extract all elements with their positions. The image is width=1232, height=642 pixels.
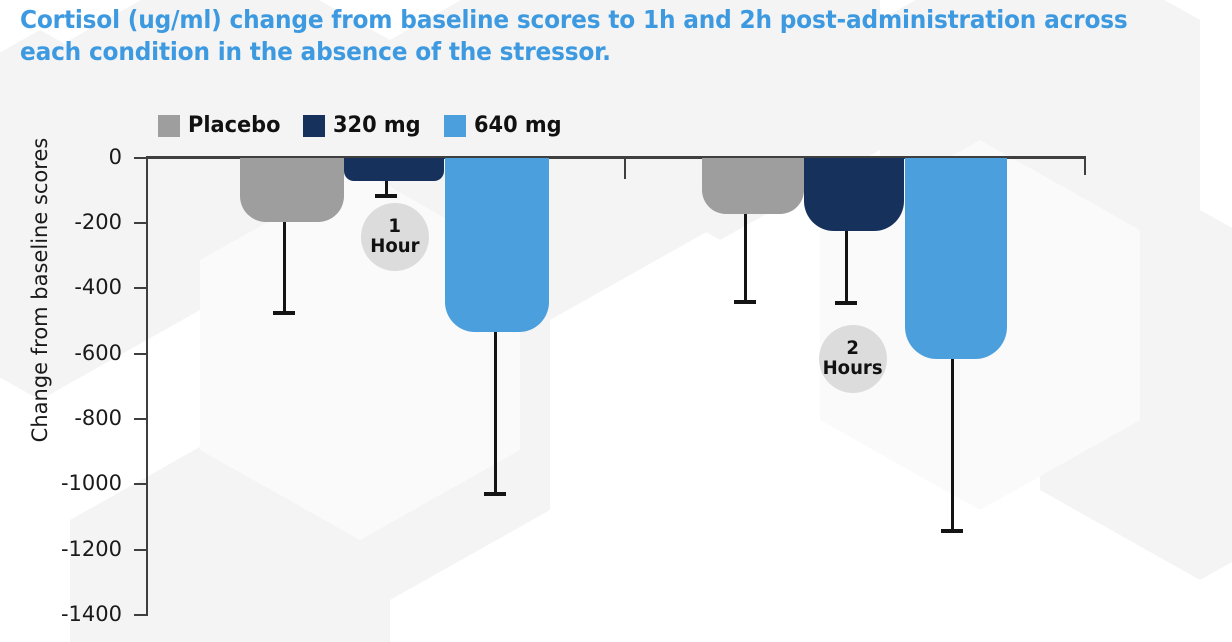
bar-1hour-640mg[interactable] — [445, 158, 549, 332]
errorbar-line-1hour-640mg — [494, 332, 497, 494]
y-tick-mark-600 — [134, 353, 148, 355]
errorbar-cap-1hour-placebo — [273, 311, 295, 315]
group-badge-1hour-line2: Hour — [370, 235, 420, 257]
y-tick-label-800: -800 — [74, 406, 122, 430]
errorbar-cap-2hours-640mg — [941, 529, 963, 533]
y-tick-mark-200 — [134, 222, 148, 224]
y-tick-mark-1200 — [134, 549, 148, 551]
legend-label-640mg: 640 mg — [473, 113, 562, 138]
y-tick-label-1000: -1000 — [60, 471, 122, 495]
y-tick-label-1400: -1400 — [60, 602, 122, 626]
y-tick-mark-1400 — [134, 614, 148, 616]
legend-swatch-320mg — [303, 114, 326, 137]
y-tick-mark-400 — [134, 287, 148, 289]
bar-2hours-640mg[interactable] — [905, 158, 1007, 359]
errorbar-cap-2hours-placebo — [734, 300, 756, 304]
bar-1hour-placebo[interactable] — [240, 158, 344, 222]
group-badge-2hours-line2: Hours — [822, 357, 883, 379]
page-title: Cortisol (ug/ml) change from baseline sc… — [20, 5, 1128, 66]
y-tick-mark-1000 — [134, 483, 148, 485]
y-tick-label-0: 0 — [108, 145, 122, 169]
errorbar-line-1hour-placebo — [283, 222, 286, 313]
errorbar-line-2hours-placebo — [744, 214, 747, 302]
errorbar-cap-1hour-320mg — [375, 194, 397, 198]
errorbar-line-2hours-320mg — [845, 231, 848, 303]
group-badge-2hours-line1: 2 — [846, 337, 860, 360]
legend-swatch-640mg — [443, 114, 466, 137]
x-axis-right-cap — [1084, 157, 1086, 175]
legend-item-640mg[interactable]: 640 mg — [443, 113, 566, 138]
group-badge-2hours: 2 Hours — [819, 325, 887, 393]
legend-item-placebo[interactable]: Placebo — [158, 113, 285, 138]
bar-2hours-320mg[interactable] — [804, 158, 904, 231]
category-divider-tick — [624, 157, 626, 179]
y-tick-label-600: -600 — [74, 341, 122, 365]
y-tick-label-200: -200 — [74, 210, 122, 234]
legend: Placebo 320 mg 640 mg — [158, 113, 566, 138]
legend-label-320mg: 320 mg — [333, 113, 421, 138]
errorbar-cap-2hours-320mg — [835, 301, 857, 305]
bar-2hours-placebo[interactable] — [702, 158, 804, 214]
y-axis-spine — [146, 157, 148, 615]
y-tick-label-400: -400 — [74, 275, 122, 299]
errorbar-line-2hours-640mg — [951, 359, 954, 531]
y-tick-label-1200: -1200 — [60, 537, 122, 561]
x-axis-zero-line — [146, 156, 1086, 159]
y-tick-mark-800 — [134, 418, 148, 420]
errorbar-line-1hour-320mg — [385, 181, 388, 196]
y-tick-mark-0 — [134, 157, 148, 159]
bar-1hour-320mg[interactable] — [344, 158, 444, 181]
group-badge-1hour-line1: 1 — [388, 215, 402, 238]
legend-item-320mg[interactable]: 320 mg — [303, 113, 425, 138]
legend-label-placebo: Placebo — [188, 113, 281, 138]
errorbar-cap-1hour-640mg — [484, 492, 506, 496]
group-badge-1hour: 1 Hour — [361, 203, 429, 271]
legend-swatch-placebo — [158, 114, 180, 137]
